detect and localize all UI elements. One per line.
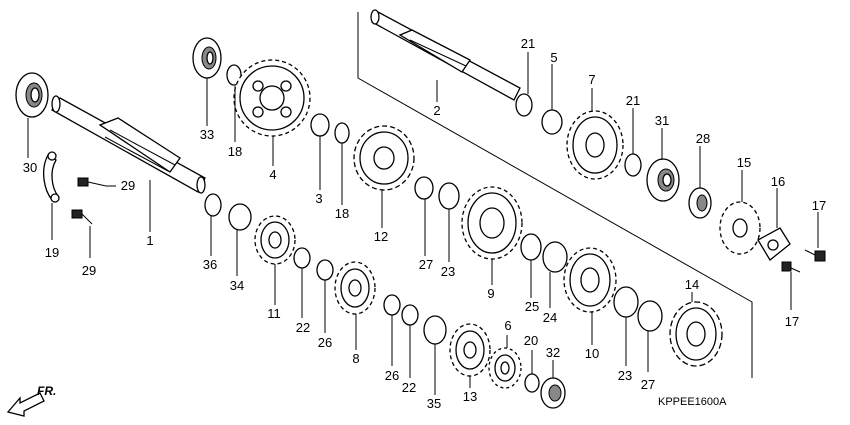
bushing-3: [310, 113, 330, 137]
callout-30: 30: [23, 160, 37, 175]
callout-4: 4: [269, 167, 276, 182]
callout-34: 34: [230, 278, 244, 293]
callout-26b: 26: [385, 368, 399, 383]
callout-6: 6: [504, 318, 511, 333]
callout-5: 5: [550, 50, 557, 65]
gear-13: [449, 323, 491, 377]
callout-17a: 17: [812, 198, 826, 213]
callout-12: 12: [374, 229, 388, 244]
callout-33: 33: [200, 127, 214, 142]
callout-1: 1: [146, 233, 153, 248]
bolt-17-upper: [804, 249, 826, 262]
callout-31: 31: [655, 113, 669, 128]
callout-26a: 26: [318, 335, 332, 350]
callout-13: 13: [463, 389, 477, 404]
washer-18-lower: [334, 122, 350, 144]
callout-36: 36: [203, 257, 217, 272]
setting-plate-19: [42, 151, 60, 203]
callout-2: 2: [433, 103, 440, 118]
callout-21a: 21: [521, 36, 535, 51]
mainshaft: [51, 95, 206, 194]
callout-22b: 22: [402, 380, 416, 395]
callout-25: 25: [525, 299, 539, 314]
callout-15: 15: [737, 155, 751, 170]
gear-9: [461, 186, 523, 260]
oil-seal-28: [688, 187, 712, 219]
callout-23a: 23: [441, 264, 455, 279]
washer-21-lower: [624, 153, 642, 177]
callout-32: 32: [546, 345, 560, 360]
gear-4: [233, 59, 311, 137]
diagram-code: KPPEE1600A: [658, 396, 727, 408]
gear-12: [353, 125, 415, 191]
washer-22-upper: [293, 247, 311, 269]
washer-23-lower: [613, 286, 639, 318]
callout-23b: 23: [618, 368, 632, 383]
washer-36: [204, 193, 222, 217]
callout-7: 7: [588, 72, 595, 87]
bushing-34: [228, 203, 252, 231]
callout-14: 14: [685, 277, 699, 292]
front-direction-arrow: FR.: [6, 384, 56, 417]
callout-21b: 21: [626, 93, 640, 108]
callout-35: 35: [427, 396, 441, 411]
callout-18a: 18: [228, 144, 242, 159]
drive-sprocket-15: [719, 201, 761, 255]
bolt-17-lower: [781, 261, 801, 273]
gear-7: [566, 110, 624, 180]
callout-8: 8: [352, 351, 359, 366]
callout-17b: 17: [785, 314, 799, 329]
gear-11: [254, 215, 296, 265]
circlip-26-upper: [316, 259, 334, 281]
callout-24: 24: [543, 310, 557, 325]
washer-22-lower: [401, 304, 419, 326]
callout-29a: 29: [121, 178, 135, 193]
bolt-29-lower: [71, 209, 93, 225]
fixing-plate-16: [757, 227, 791, 261]
bearing-30: [15, 72, 49, 118]
bolt-29-upper: [77, 177, 107, 187]
callout-18b: 18: [335, 206, 349, 221]
bushing-35: [423, 315, 447, 345]
bearing-32: [540, 377, 566, 409]
callout-11: 11: [267, 306, 281, 321]
callout-22a: 22: [296, 320, 310, 335]
callout-29b: 29: [82, 263, 96, 278]
callout-19: 19: [45, 245, 59, 260]
callout-28: 28: [696, 131, 710, 146]
bushing-5: [541, 109, 563, 135]
washer-20: [524, 373, 540, 393]
bearing-31: [646, 158, 680, 202]
washer-24: [542, 241, 568, 273]
callout-27b: 27: [641, 377, 655, 392]
gear-8: [334, 261, 376, 315]
washer-21-upper: [515, 93, 533, 117]
spline-washer-25: [520, 233, 542, 261]
circlip-27-upper: [414, 176, 434, 200]
bearing-33: [192, 37, 222, 79]
callout-27a: 27: [419, 257, 433, 272]
callout-10: 10: [585, 346, 599, 361]
washer-23-upper: [438, 182, 460, 210]
gear-6: [488, 347, 522, 389]
gear-14: [669, 301, 723, 367]
countershaft-frame: [357, 12, 753, 378]
callout-9: 9: [487, 286, 494, 301]
callout-16: 16: [771, 174, 785, 189]
callout-20: 20: [524, 333, 538, 348]
countershaft: [370, 9, 521, 101]
front-direction-label: FR.: [37, 384, 56, 398]
callout-labels: 1 2 3 4 5 6 7 8 9 10 11 12 13 14 15 16 1…: [23, 36, 826, 411]
circlip-27-lower: [637, 300, 663, 332]
leader-lines: [27, 52, 819, 395]
callout-3: 3: [315, 191, 322, 206]
circlip-26-lower: [383, 294, 401, 316]
gear-10: [563, 247, 617, 313]
